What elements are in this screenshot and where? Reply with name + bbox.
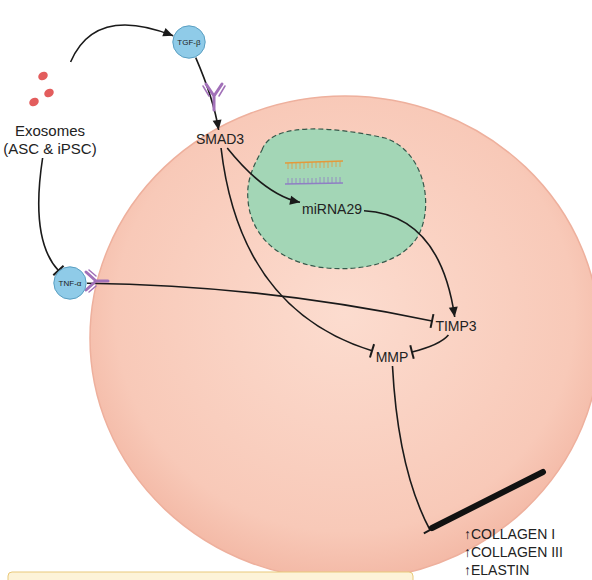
node-text: Exosomes (ASC & iPSC) — [2, 122, 98, 158]
enzyme-label: MMP — [372, 348, 412, 366]
node-text: TNF-α — [59, 278, 82, 289]
matrix-bar: ↑COLLAGEN I↑COLLAGEN III↑ELASTIN — [430, 470, 545, 530]
node-text: ↑COLLAGEN III — [464, 544, 563, 560]
node-text: TGF-β — [177, 37, 200, 48]
matrix-line — [432, 472, 543, 528]
connector-line — [412, 335, 448, 352]
mirna-label: miRNA29 — [300, 200, 364, 218]
connector-line — [87, 283, 432, 321]
tnf-receptor — [86, 270, 108, 292]
protein-label: TIMP3 — [432, 317, 480, 335]
inhibition-head — [431, 314, 434, 328]
connector-line — [364, 211, 455, 317]
activation-connector — [364, 211, 458, 317]
inhibition-connector — [221, 148, 374, 358]
node-text: miRNA29 — [302, 201, 362, 218]
inhibition-connector — [392, 366, 436, 533]
node-text: TIMP3 — [435, 318, 476, 335]
exosome-particles — [28, 70, 56, 108]
dna-strand — [285, 161, 343, 184]
arrow-head — [162, 28, 173, 36]
node-text: ↑ELASTIN — [464, 562, 529, 578]
protein-label: SMAD3 — [192, 130, 248, 148]
inhibition-connector — [39, 158, 64, 275]
activation-connector — [196, 58, 222, 130]
inhibition-connector — [87, 283, 433, 328]
nucleus — [248, 129, 426, 269]
tgf-receptor — [203, 84, 225, 110]
cytokine-circle: TNF-α — [53, 266, 87, 300]
activation-connector — [71, 25, 174, 62]
arrow-head — [213, 119, 222, 130]
circle-shape — [54, 267, 86, 299]
ligand-circle: TGF-β — [172, 25, 206, 59]
connector-line — [39, 158, 59, 271]
inhibition-head — [410, 345, 413, 359]
node-text: SMAD3 — [196, 131, 244, 148]
connector-line — [221, 148, 372, 351]
circle-shape — [173, 26, 205, 58]
source-label: Exosomes (ASC & iPSC) — [2, 62, 98, 158]
inhibition-connector — [410, 335, 448, 359]
connector-line — [227, 148, 300, 202]
node-text: ↑COLLAGEN I — [464, 526, 555, 542]
arrow-head — [449, 306, 458, 317]
node-text: MMP — [376, 349, 409, 366]
bar-outline — [430, 470, 545, 530]
arrow-head — [289, 196, 300, 205]
cell-body — [90, 96, 592, 580]
note-box — [8, 572, 413, 580]
inhibition-head — [370, 344, 374, 357]
connector-line — [71, 25, 174, 62]
activation-connector — [227, 148, 300, 205]
connector-line — [392, 366, 430, 530]
